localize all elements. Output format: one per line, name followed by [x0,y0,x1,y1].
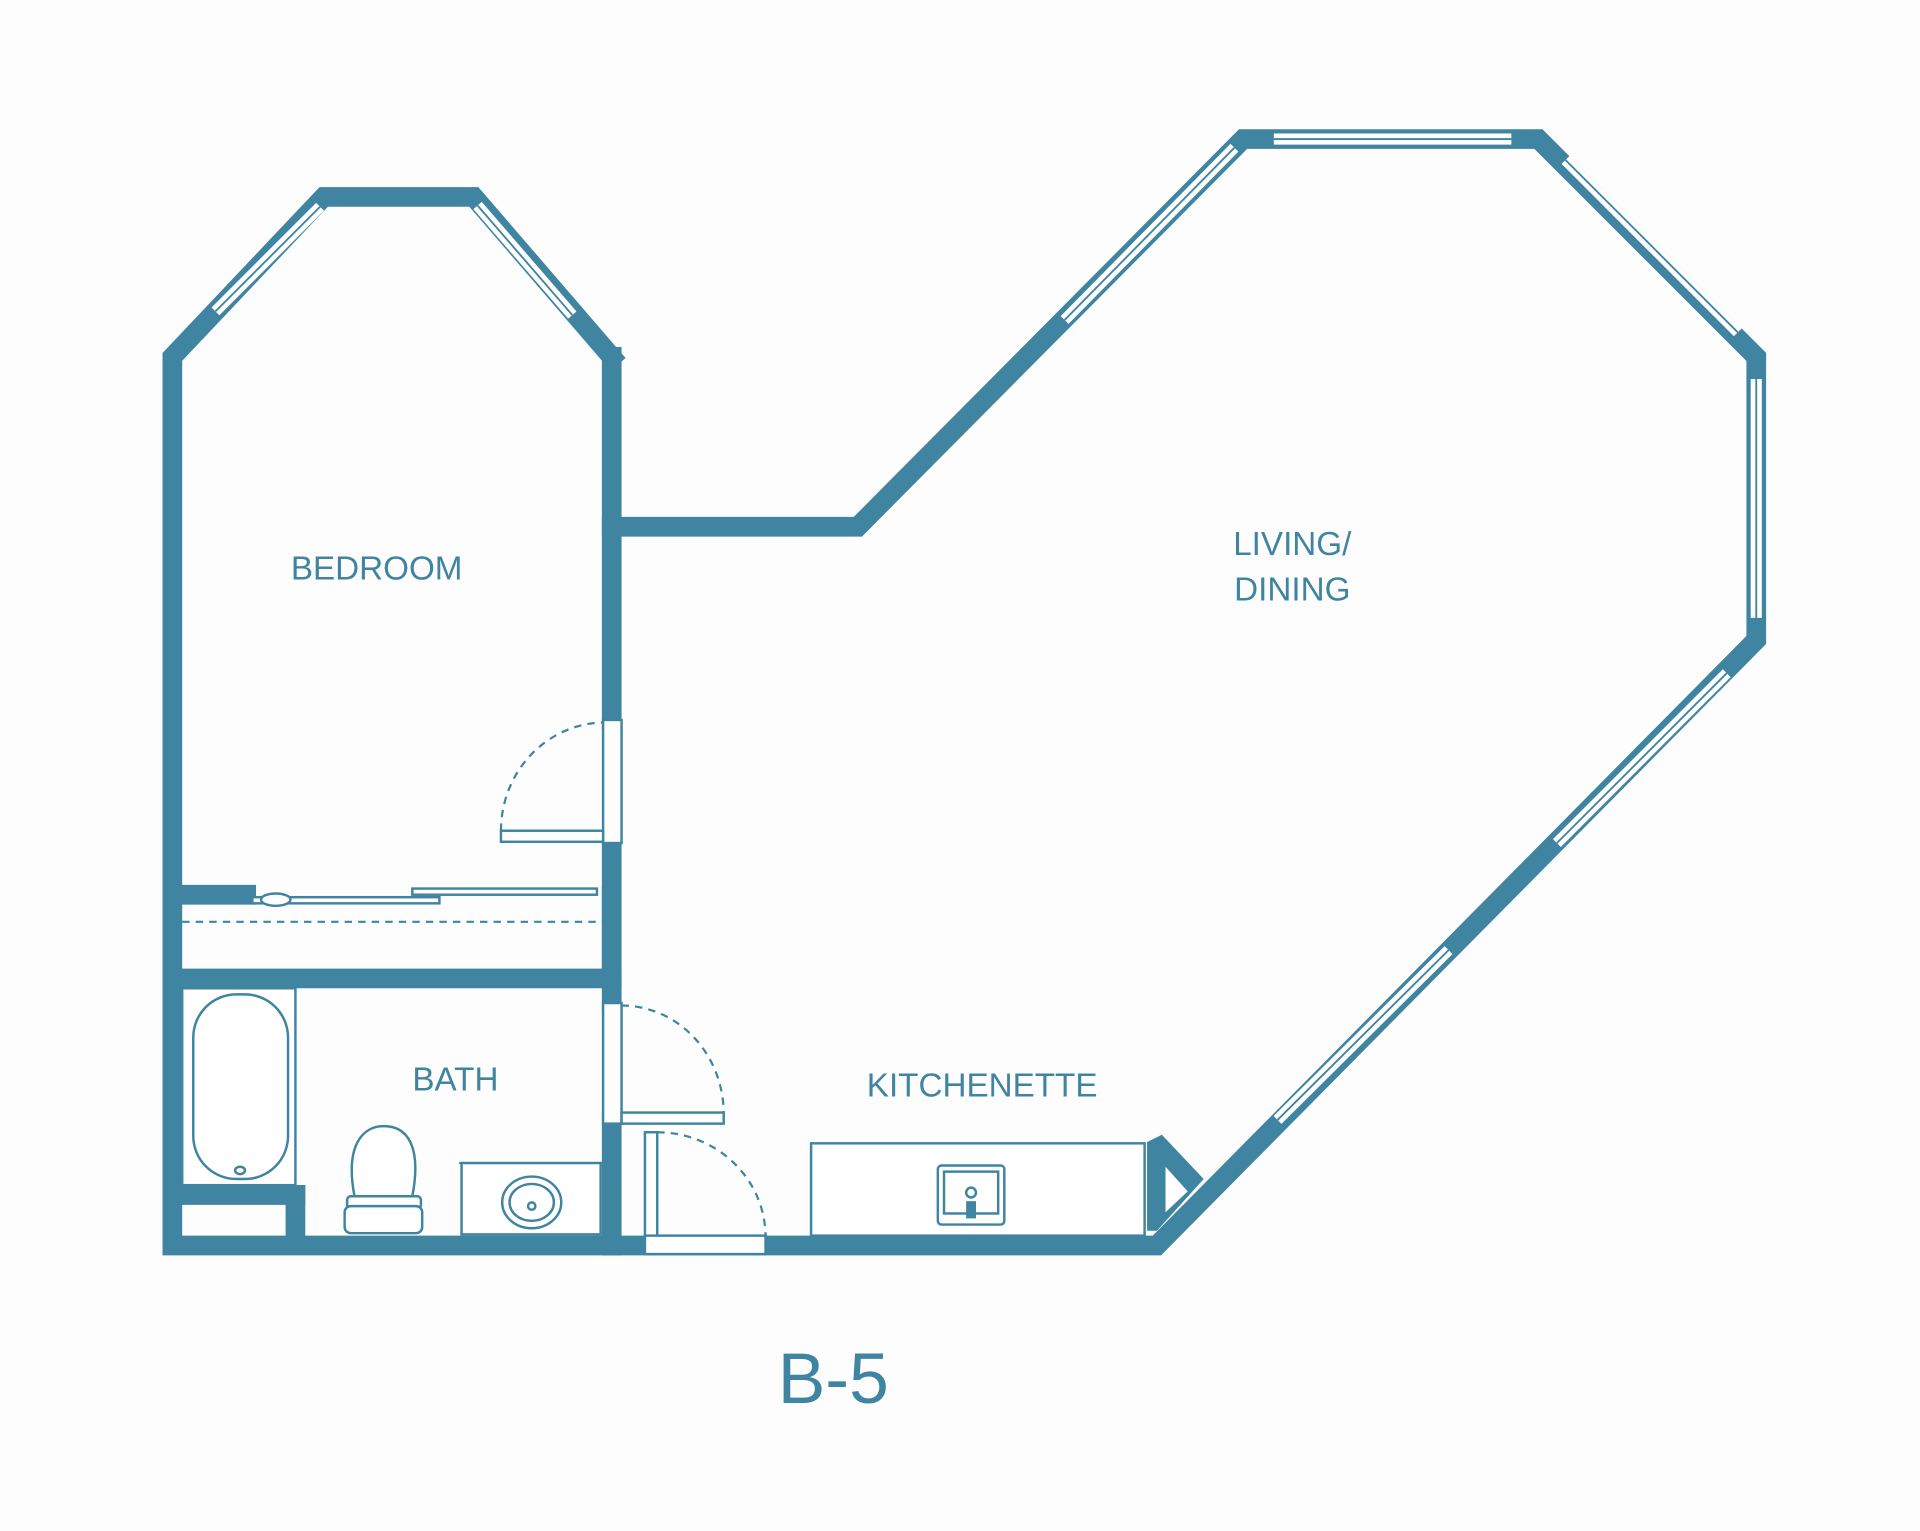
room-label-dining: DINING [1234,572,1350,609]
windows [211,133,1762,1124]
fixtures [180,987,1146,1237]
room-label-living: LIVING/ [1233,526,1352,563]
doors [182,718,767,1256]
unit-title: B-5 [778,1339,889,1419]
room-label-kitchenette: KITCHENETTE [867,1068,1098,1105]
interior-walls [162,347,1204,1256]
room-label-bath: BATH [412,1061,498,1098]
room-label-bedroom: BEDROOM [291,551,463,588]
